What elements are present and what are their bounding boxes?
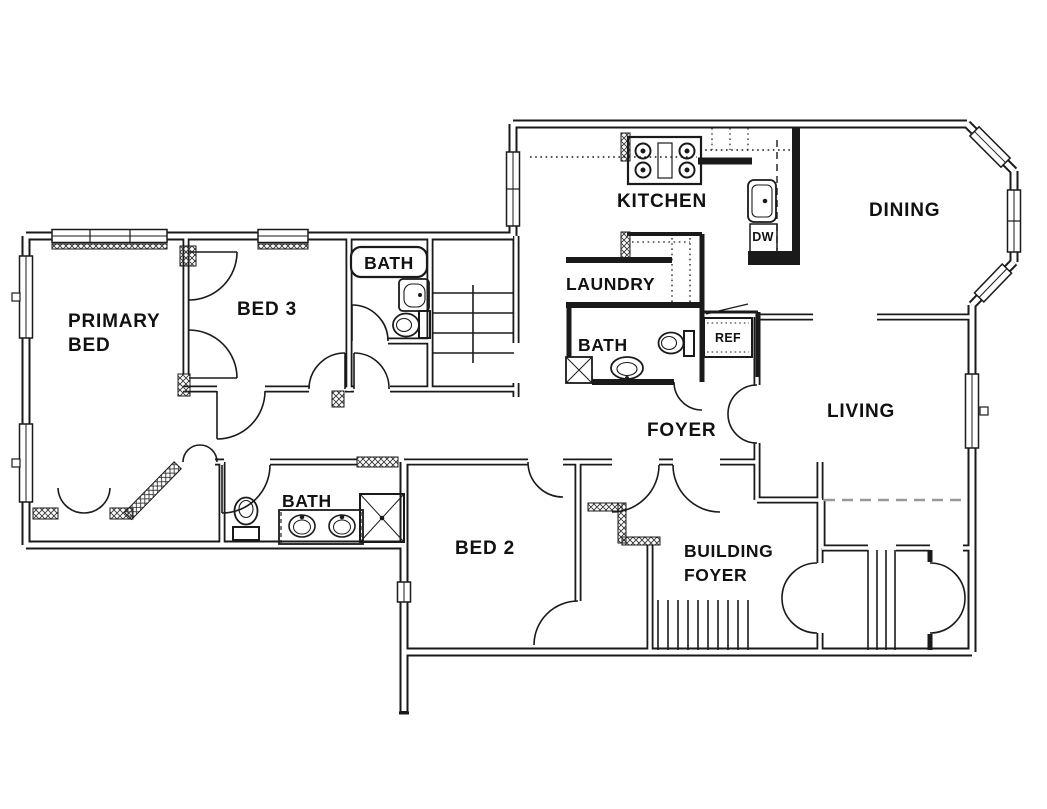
room-label-building-foyer-line2: FOYER: [684, 565, 747, 585]
room-label-primary-bed-line1: PRIMARY: [68, 311, 161, 332]
window-bay-right: [1006, 189, 1022, 253]
window-bed2-left: [396, 581, 412, 603]
fixtures: [232, 135, 778, 545]
room-label-kitchen: KITCHEN: [617, 191, 707, 212]
room-label-bed2: BED 2: [455, 538, 515, 559]
foyer-french-door: [727, 413, 758, 444]
bath-label-box: BATH: [349, 245, 429, 279]
kitchen-sink-symbol: [747, 179, 777, 223]
interior-wall-cores: [183, 236, 972, 652]
pedestal-sink-symbol: [610, 356, 644, 380]
closet-french-door: [83, 487, 111, 514]
appliance-label-dishwasher: DW: [752, 230, 773, 244]
toilet-symbol: [392, 310, 431, 339]
shower-symbol: [359, 493, 405, 543]
toilet-symbol: [657, 330, 695, 357]
stove-symbol: [626, 135, 703, 186]
room-label-bed3: BED 3: [237, 299, 297, 320]
window-top-left-2: [257, 228, 309, 244]
room-label-bath-kitchen: BATH: [578, 335, 628, 355]
appliance-label-refrigerator: REF: [715, 331, 741, 345]
foyer-french-door: [727, 384, 758, 415]
window-left-2: [11, 423, 34, 503]
double-vanity-symbol: [278, 509, 364, 545]
window-left-1: [11, 255, 34, 339]
refrigerator-symbol: [703, 303, 753, 358]
closet-shelf-lines: [867, 550, 896, 650]
shower-symbol: [565, 356, 593, 384]
closet-french-door: [57, 487, 85, 514]
solid-partition-walls: [399, 128, 933, 715]
window-living-right: [964, 373, 989, 449]
room-label-building-foyer-line1: BUILDING: [684, 541, 773, 561]
window-kitchen-left: [505, 151, 521, 227]
stairs-hall-upper: [432, 285, 514, 363]
window-bay-top: [968, 125, 1012, 169]
dishwasher-box: [749, 223, 778, 253]
room-label-primary-bed-line2: BED: [68, 335, 111, 356]
toilet-symbol: [232, 496, 260, 541]
door-swings: [57, 251, 966, 646]
stairs-building-foyer: [657, 600, 749, 650]
room-label-bath-upper: BATH: [364, 253, 414, 273]
room-labels: PRIMARY BED BED 3 BATH KITCHEN DINING LA…: [68, 191, 940, 585]
window-top-left-1: [51, 228, 168, 244]
room-label-dining: DINING: [869, 200, 940, 221]
room-label-laundry: LAUNDRY: [566, 274, 655, 294]
room-label-living: LIVING: [827, 401, 895, 422]
room-label-foyer: FOYER: [647, 420, 716, 441]
counter-and-shelf-lines: [280, 128, 966, 543]
sink-symbol: [398, 278, 430, 312]
window-bay-bottom: [973, 263, 1013, 303]
hatched-wall-stubs: [32, 132, 661, 546]
room-label-bath-primary: BATH: [282, 491, 332, 511]
windows: [11, 125, 1022, 603]
